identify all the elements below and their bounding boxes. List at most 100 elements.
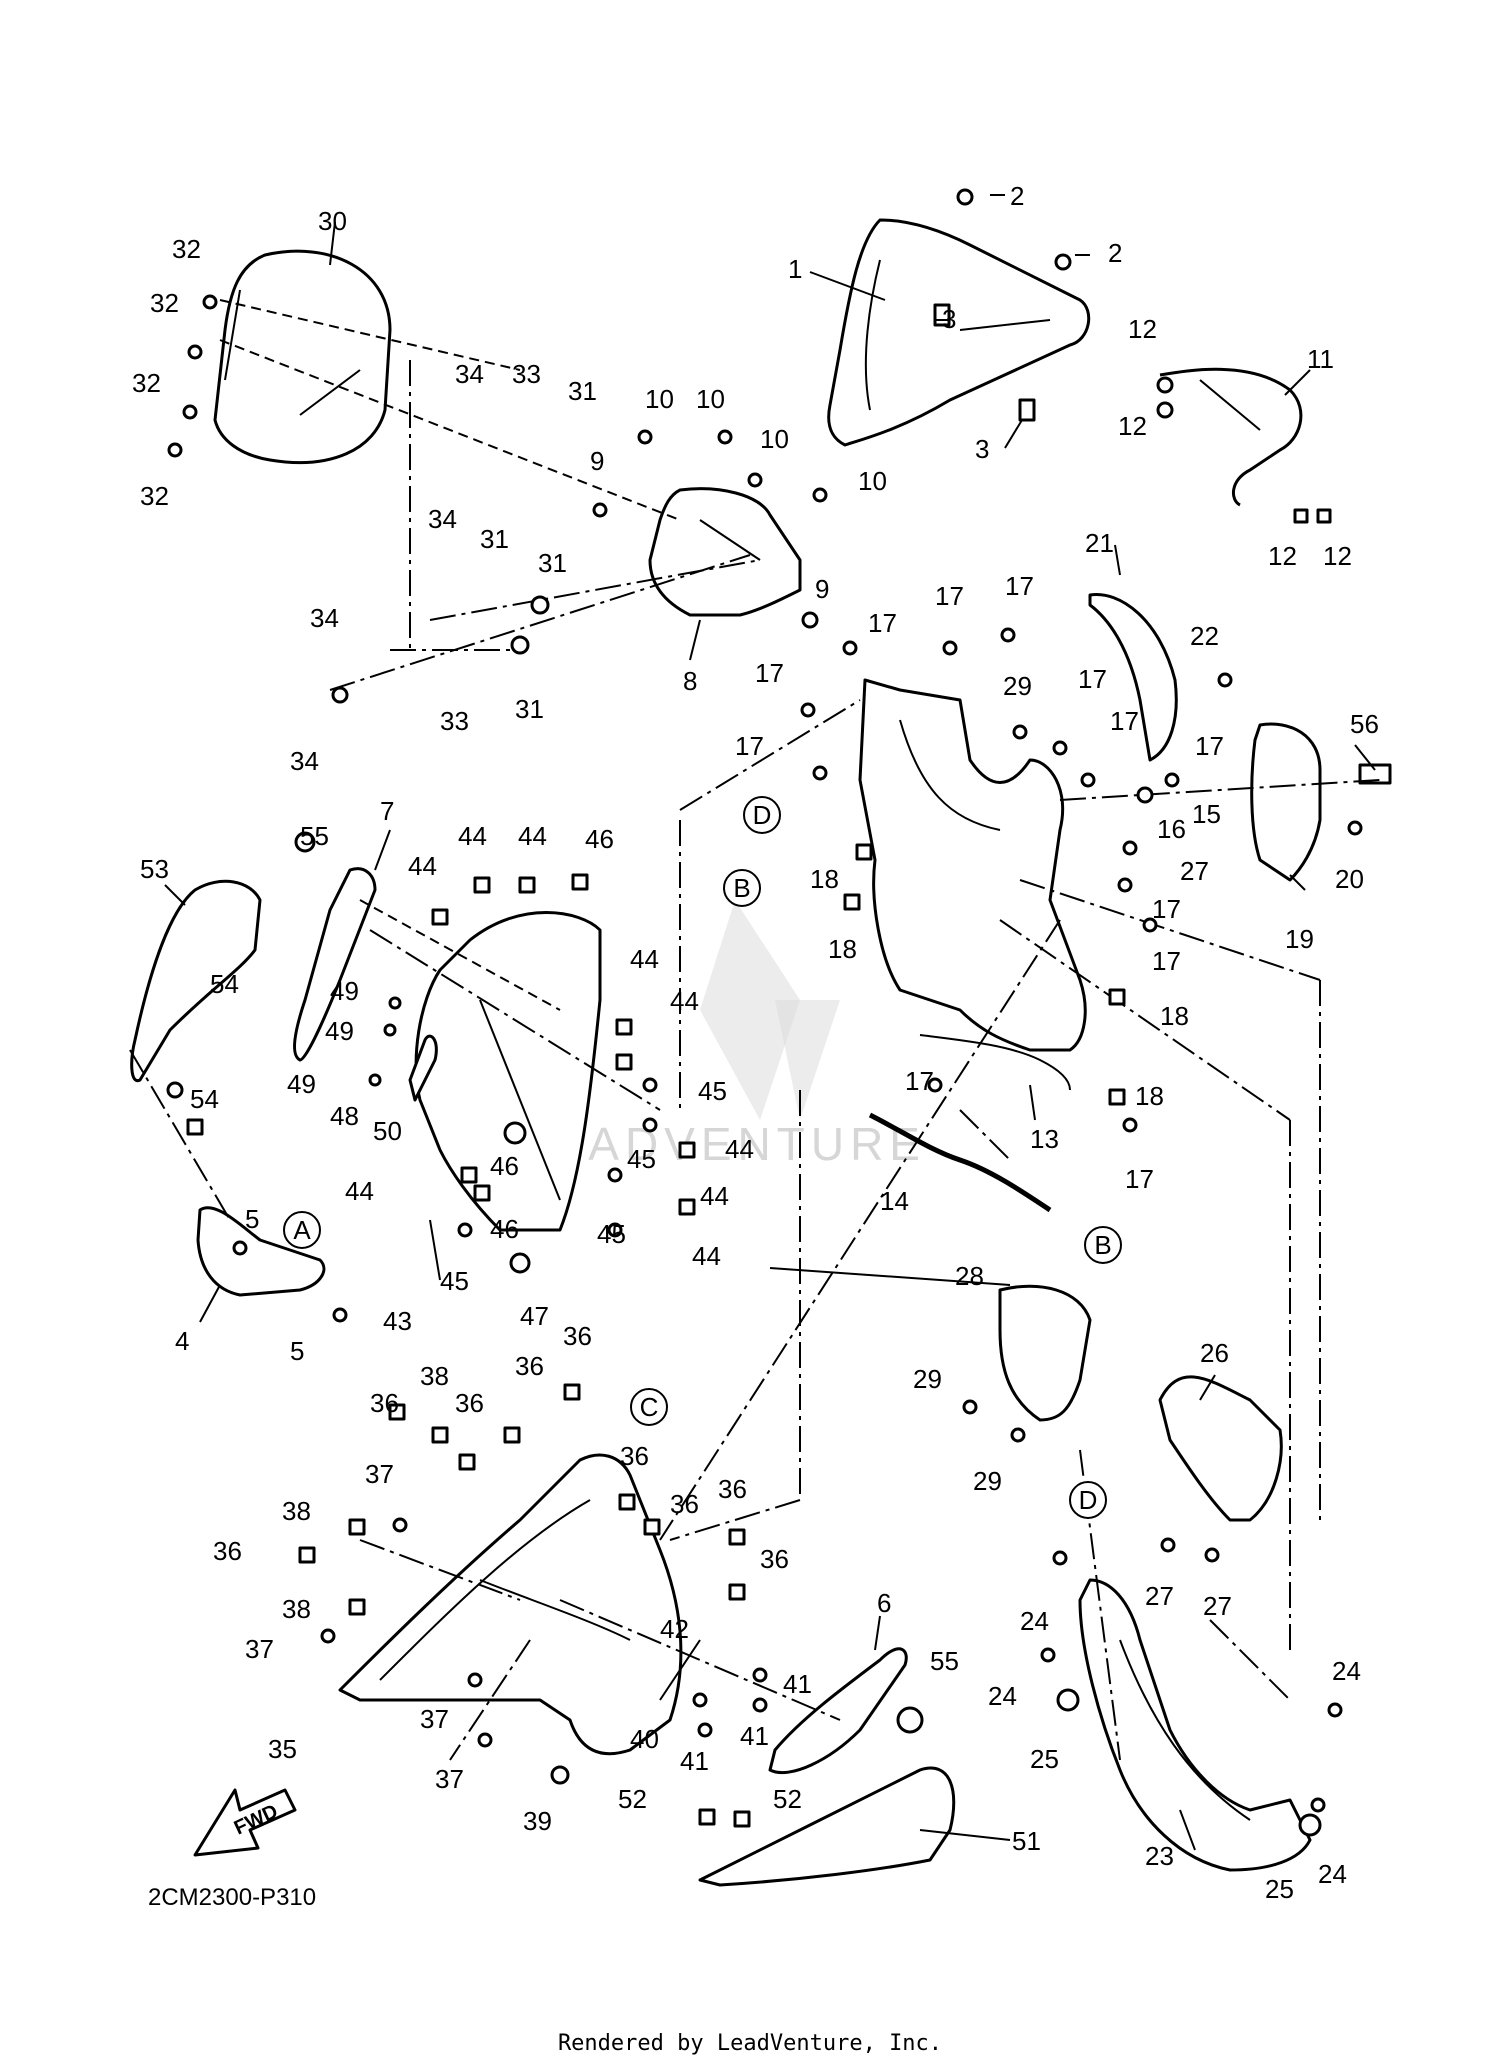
callout-40: 40	[630, 1724, 659, 1754]
part-28-bracket[interactable]	[998, 1284, 1092, 1422]
callout-44: 44	[458, 821, 487, 851]
part-26-duct[interactable]	[1158, 1375, 1283, 1522]
callout-42: 42	[660, 1614, 689, 1644]
part-6-panel[interactable]	[768, 1647, 924, 1775]
callout-5: 5	[245, 1204, 259, 1234]
callout-36: 36	[515, 1351, 544, 1381]
part-7-panel[interactable]	[293, 867, 377, 1062]
callout-21: 21	[1085, 528, 1114, 558]
callout-18: 18	[1135, 1081, 1164, 1111]
callout-12: 12	[1268, 541, 1297, 571]
part-21-side-cover[interactable]	[1088, 592, 1178, 762]
svg-text:D: D	[753, 800, 772, 830]
callout-14: 14	[880, 1186, 909, 1216]
callout-13: 13	[1030, 1124, 1059, 1154]
callout-55: 55	[930, 1646, 959, 1676]
callout-37: 37	[245, 1634, 274, 1664]
callout-36: 36	[718, 1474, 747, 1504]
callout-19: 19	[1285, 924, 1314, 954]
callout-10: 10	[760, 424, 789, 454]
callout-29: 29	[1003, 671, 1032, 701]
callout-32: 32	[140, 481, 169, 511]
callout-32: 32	[172, 234, 201, 264]
callout-46: 46	[490, 1214, 519, 1244]
callout-20: 20	[1335, 864, 1364, 894]
callout-45: 45	[627, 1144, 656, 1174]
callout-15: 15	[1192, 799, 1221, 829]
part-14-pipe[interactable]	[868, 1112, 1052, 1213]
callout-52: 52	[773, 1784, 802, 1814]
callout-36: 36	[760, 1544, 789, 1574]
part-8-bracket[interactable]	[648, 487, 802, 617]
callout-49: 49	[330, 976, 359, 1006]
callout-5: 5	[290, 1336, 304, 1366]
callout-24: 24	[1318, 1859, 1347, 1889]
callout-43: 43	[383, 1306, 412, 1336]
callout-41: 41	[680, 1746, 709, 1776]
part-43-inner-fender[interactable]	[414, 911, 602, 1281]
callout-44: 44	[692, 1241, 721, 1271]
callout-36: 36	[455, 1388, 484, 1418]
assembly-lines	[129, 299, 1381, 1761]
callout-17: 17	[1152, 894, 1181, 924]
ref-marker-d-upper: D	[743, 796, 781, 834]
callout-38: 38	[420, 1361, 449, 1391]
callout-38: 38	[282, 1594, 311, 1624]
part-19-side-panel[interactable]	[1250, 722, 1322, 882]
callout-3: 3	[975, 434, 989, 464]
svg-text:B: B	[1094, 1230, 1111, 1260]
callout-1: 1	[788, 254, 802, 284]
callout-54: 54	[210, 969, 239, 999]
part-main-cowling[interactable]	[858, 678, 1087, 1052]
part-1-front-cover[interactable]	[827, 218, 1091, 447]
callout-38: 38	[282, 1496, 311, 1526]
callout-28: 28	[955, 1261, 984, 1291]
part-23-under-cover[interactable]	[1078, 1578, 1312, 1872]
watermark-text: LEADVENTURE	[520, 1118, 926, 1170]
part-50-strip[interactable]	[408, 1034, 438, 1102]
reference-markers: A B B C D D	[283, 796, 1122, 1519]
callout-44: 44	[630, 944, 659, 974]
callout-27: 27	[1145, 1581, 1174, 1611]
callout-17: 17	[1125, 1164, 1154, 1194]
callout-49: 49	[287, 1069, 316, 1099]
callout-12: 12	[1118, 411, 1147, 441]
callout-25: 25	[1030, 1744, 1059, 1774]
callout-31: 31	[538, 548, 567, 578]
callout-37: 37	[420, 1704, 449, 1734]
callout-51: 51	[1012, 1826, 1041, 1856]
callout-55: 55	[300, 821, 329, 851]
callout-32: 32	[132, 368, 161, 398]
callout-17: 17	[868, 608, 897, 638]
callout-52: 52	[618, 1784, 647, 1814]
part-11-bracket[interactable]	[1159, 367, 1303, 507]
part-53-fairing[interactable]	[130, 879, 262, 1083]
callout-24: 24	[1332, 1656, 1361, 1686]
callout-31: 31	[515, 694, 544, 724]
part-4-spoiler[interactable]	[196, 1206, 326, 1297]
callout-46: 46	[490, 1151, 519, 1181]
part-56-tag[interactable]	[1358, 763, 1392, 785]
callout-6: 6	[877, 1588, 891, 1618]
callout-22: 22	[1190, 621, 1219, 651]
part-51-strip[interactable]	[698, 1766, 956, 1887]
callout-50: 50	[373, 1116, 402, 1146]
footer-credit: Rendered by LeadVenture, Inc.	[558, 2031, 942, 2056]
callout-46: 46	[585, 824, 614, 854]
callout-10: 10	[696, 384, 725, 414]
part-35-panel[interactable]	[338, 1453, 683, 1756]
part-30-windscreen[interactable]	[213, 249, 392, 465]
callout-23: 23	[1145, 1841, 1174, 1871]
svg-text:C: C	[640, 1392, 659, 1422]
callout-9: 9	[590, 446, 604, 476]
callout-41: 41	[783, 1669, 812, 1699]
svg-text:D: D	[1079, 1485, 1098, 1515]
callout-7: 7	[380, 796, 394, 826]
callout-36: 36	[563, 1321, 592, 1351]
part-13-bracket[interactable]	[919, 1034, 1071, 1091]
callout-17: 17	[1110, 706, 1139, 736]
callout-17: 17	[1078, 664, 1107, 694]
callout-34: 34	[310, 603, 339, 633]
svg-text:B: B	[733, 873, 750, 903]
callout-47: 47	[520, 1301, 549, 1331]
